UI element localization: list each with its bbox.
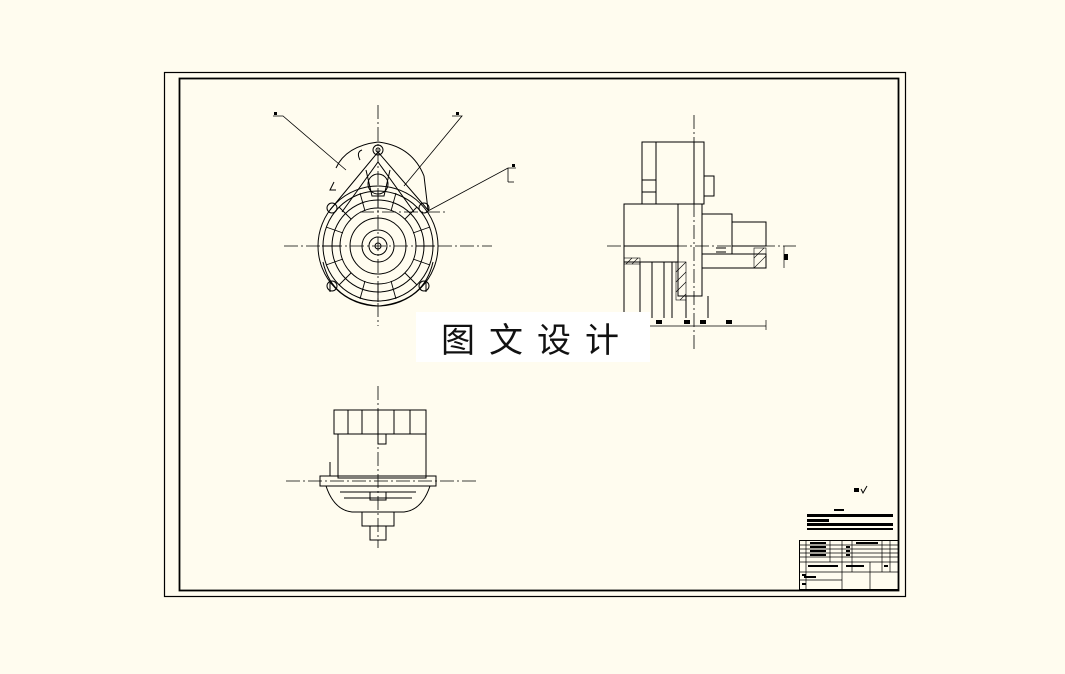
bottom-view — [286, 386, 478, 548]
roughness-symbol — [854, 485, 868, 495]
title-block — [799, 509, 899, 590]
watermark-label: 图文设计 — [416, 312, 650, 362]
sheet-border — [163, 71, 907, 598]
front-view — [273, 105, 516, 326]
side-section-view — [607, 115, 796, 350]
